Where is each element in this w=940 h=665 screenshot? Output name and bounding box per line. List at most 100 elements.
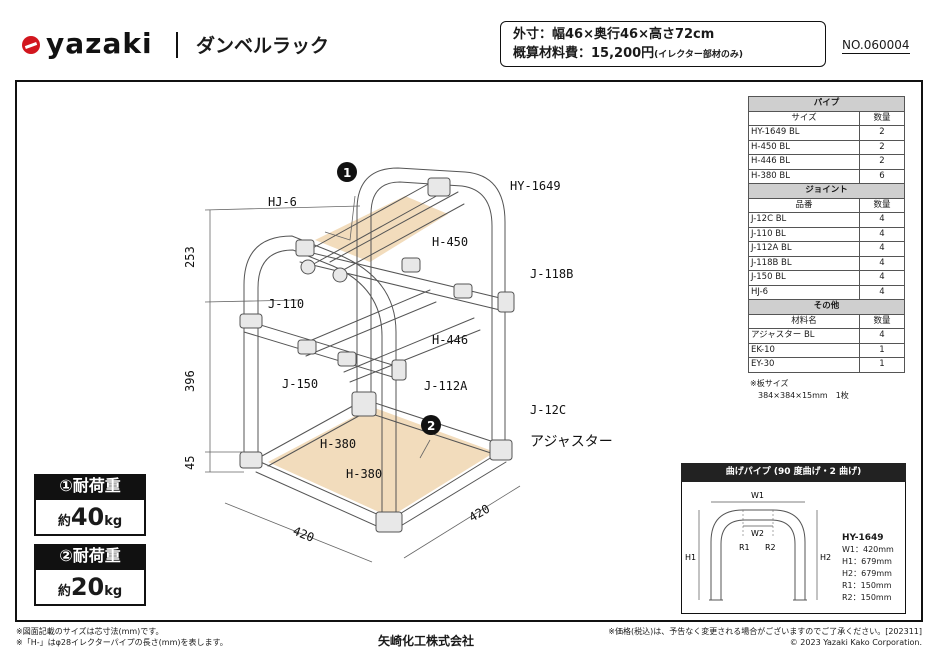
label-hj-6: HJ-6: [268, 195, 297, 209]
label-h-380-b: H-380: [346, 467, 382, 481]
column-header: 数量: [859, 313, 905, 329]
marker-1-text: 1: [343, 166, 351, 180]
section-title: ジョイント: [748, 183, 905, 199]
part-name-cell: J-112A BL: [748, 241, 860, 257]
column-header: サイズ: [748, 110, 860, 126]
load-1-value-box: 約40kg: [34, 498, 146, 536]
board-note-value: 384×384×15mm 1枚: [758, 391, 849, 400]
part-name-cell: H-450 BL: [748, 139, 860, 155]
bend-label-h1: H1: [685, 553, 696, 562]
part-name-cell: J-118B BL: [748, 255, 860, 271]
part-name-cell: H-446 BL: [748, 154, 860, 170]
bend-spec-r2: R2：150mm: [842, 593, 892, 602]
logo-mark-icon: [22, 36, 40, 54]
quantity-cell: 6: [859, 168, 905, 184]
parts-section-header: パイプ: [748, 96, 905, 112]
model-number: NO.060004: [842, 38, 910, 54]
spec-dimensions: 外寸：幅46×奥行46×高さ72cm: [513, 27, 715, 42]
part-name-cell: J-150 BL: [748, 270, 860, 286]
footer-price-note: ※価格(税込)は、予告なく変更される場合がございますのでご了承ください。[202…: [608, 627, 922, 636]
board-note-title: ※板サイズ: [750, 379, 789, 388]
part-name-cell: アジャスター BL: [748, 328, 860, 344]
spec-box: 外寸：幅46×奥行46×高さ72cm 概算材料費：15,200円(イレクター部材…: [500, 21, 826, 67]
column-header: 材料名: [748, 313, 860, 329]
bend-spec-h1: H1：679mm: [842, 557, 892, 566]
quantity-cell: 1: [859, 357, 905, 373]
quantity-cell: 4: [859, 328, 905, 344]
parts-column-header: 品番数量: [748, 197, 905, 213]
part-name-cell: HY-1649 BL: [748, 125, 860, 141]
load-2-value-box: 約20kg: [34, 568, 146, 606]
label-j-110: J-110: [268, 297, 304, 311]
part-name-cell: H-380 BL: [748, 168, 860, 184]
footer-copyright: © 2023 Yazaki Kako Corporation.: [789, 638, 922, 647]
parts-section-header: ジョイント: [748, 183, 905, 199]
footer-note-2: ※「H-」はφ28イレクターパイプの長さ(mm)を表します。: [16, 638, 228, 647]
part-name-cell: J-12C BL: [748, 212, 860, 228]
bend-pipe-title: 曲げパイプ (90 度曲げ・2 曲げ): [681, 463, 906, 482]
label-j-12c: J-12C: [530, 403, 566, 417]
parts-section-header: その他: [748, 299, 905, 315]
spec-cost: 概算材料費：15,200円(イレクター部材のみ): [513, 46, 744, 61]
part-name-cell: EY-30: [748, 357, 860, 373]
bend-label-r2: R2: [765, 543, 776, 552]
quantity-cell: 4: [859, 241, 905, 257]
bend-label-w1: W1: [751, 491, 764, 500]
quantity-cell: 2: [859, 125, 905, 141]
bend-pipe-diagram: W1 W2 R1 R2 H1 H2: [685, 491, 831, 601]
quantity-cell: 2: [859, 154, 905, 170]
bend-spec-w1: W1：420mm: [842, 545, 894, 554]
column-header: 数量: [859, 110, 905, 126]
top-shelf: [315, 196, 448, 262]
column-header: 品番: [748, 197, 860, 213]
joints: [239, 177, 515, 533]
dimension-lines: [204, 195, 521, 563]
section-title: その他: [748, 299, 905, 315]
section-title: パイプ: [748, 96, 905, 112]
quantity-cell: 4: [859, 226, 905, 242]
label-h-450: H-450: [432, 235, 468, 249]
quantity-cell: 4: [859, 270, 905, 286]
quantity-cell: 2: [859, 139, 905, 155]
label-j-118b: J-118B: [530, 267, 573, 281]
page-title: ダンベルラック: [196, 35, 330, 57]
title-divider: [176, 32, 178, 58]
bend-label-r1: R1: [739, 543, 750, 552]
label-j-150: J-150: [282, 377, 318, 391]
quantity-cell: 4: [859, 212, 905, 228]
pipe-outlines: [243, 167, 507, 533]
load-capacity-1: ①耐荷重 約40kg: [34, 474, 146, 536]
label-j-112a: J-112A: [424, 379, 468, 393]
part-name-cell: HJ-6: [748, 284, 860, 300]
label-hy-1649: HY-1649: [510, 179, 561, 193]
bend-model: HY-1649: [842, 533, 884, 543]
load-2-header: ②耐荷重: [34, 544, 146, 568]
quantity-cell: 4: [859, 255, 905, 271]
dim-253: 253: [183, 246, 197, 268]
bend-spec-r1: R1：150mm: [842, 581, 892, 590]
marker-2-text: 2: [427, 419, 435, 433]
drawing-frame: [15, 80, 923, 622]
bend-spec-h2: H2：679mm: [842, 569, 892, 578]
marker-2-icon: [421, 415, 441, 435]
part-name-cell: EK-10: [748, 342, 860, 358]
dim-420-width: 420: [291, 524, 316, 545]
maker-name: 矢崎化工株式会社: [378, 634, 475, 648]
load-1-header: ①耐荷重: [34, 474, 146, 498]
column-header: 数量: [859, 197, 905, 213]
parts-column-header: 材料名数量: [748, 313, 905, 329]
